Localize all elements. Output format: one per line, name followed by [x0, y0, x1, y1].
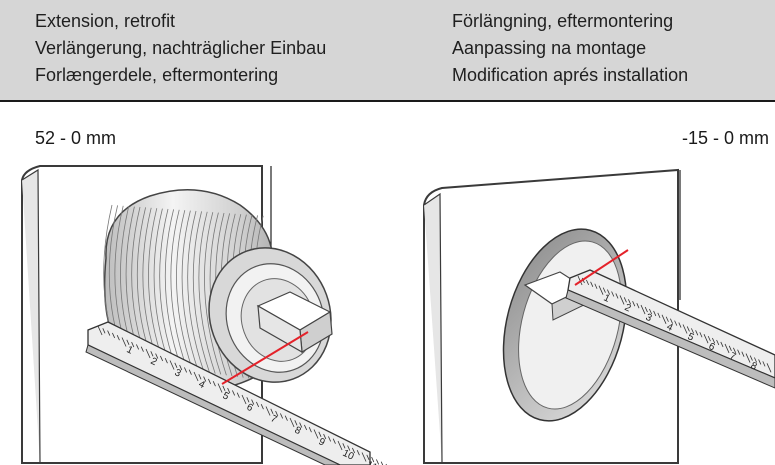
header-text-line: Extension, retrofit	[35, 11, 176, 31]
ruler-number: 6	[707, 341, 717, 354]
ruler-number: 8	[293, 425, 303, 438]
measurement-label-right: -15 - 0 mm	[681, 128, 769, 148]
header-left-column: Extension, retrofit Verlängerung, nachtr…	[35, 8, 326, 89]
measurement-label-left: 52 - 0 mm	[35, 128, 117, 148]
ruler-number: 1	[125, 344, 135, 357]
header-text-line: Förlängning, eftermontering	[452, 11, 674, 31]
ruler-number: 4	[197, 379, 207, 392]
header-text-line: Forlængerdele, eftermontering	[35, 65, 279, 85]
ruler-number: 2	[149, 356, 159, 369]
wall-plate-edge-right	[423, 192, 443, 464]
header-text-line: Verlängerung, nachträglicher Einbau	[35, 38, 327, 58]
ruler-number: 3	[644, 312, 654, 325]
ruler-number: 7	[269, 413, 279, 426]
wall-plate-edge-left	[21, 168, 41, 464]
ruler-number: 9	[317, 436, 327, 449]
measurement-line-right	[574, 249, 629, 286]
ruler-number: 8	[749, 360, 759, 373]
ruler-number: 11	[365, 459, 380, 465]
ruler-number: 4	[665, 322, 675, 335]
ruler-number: 6	[245, 402, 255, 415]
ruler-number: 5	[686, 331, 696, 344]
measuring-ruler-left: 1 2 3 4 5 6 7 8 9 10 11	[85, 321, 387, 465]
measurement-line-left	[221, 331, 309, 385]
left-illustration: 1 2 3 4 5 6 7 8 9 10 11	[21, 165, 387, 465]
ruler-number: 5	[221, 390, 231, 403]
header-right-column: Förlängning, eftermontering Aanpassing n…	[452, 8, 688, 89]
ruler-number: 7	[728, 351, 738, 364]
ruler-number: 1	[602, 292, 612, 305]
header-text-line: Modification aprés installation	[452, 65, 689, 85]
header-text-line: Aanpassing na montage	[452, 38, 647, 58]
ruler-number: 2	[623, 302, 633, 315]
ruler-number: 10	[341, 448, 356, 463]
cylinder-body	[103, 189, 333, 388]
header-band: Extension, retrofit Verlängerung, nachtr…	[0, 0, 775, 102]
ruler-number: 3	[173, 367, 183, 380]
